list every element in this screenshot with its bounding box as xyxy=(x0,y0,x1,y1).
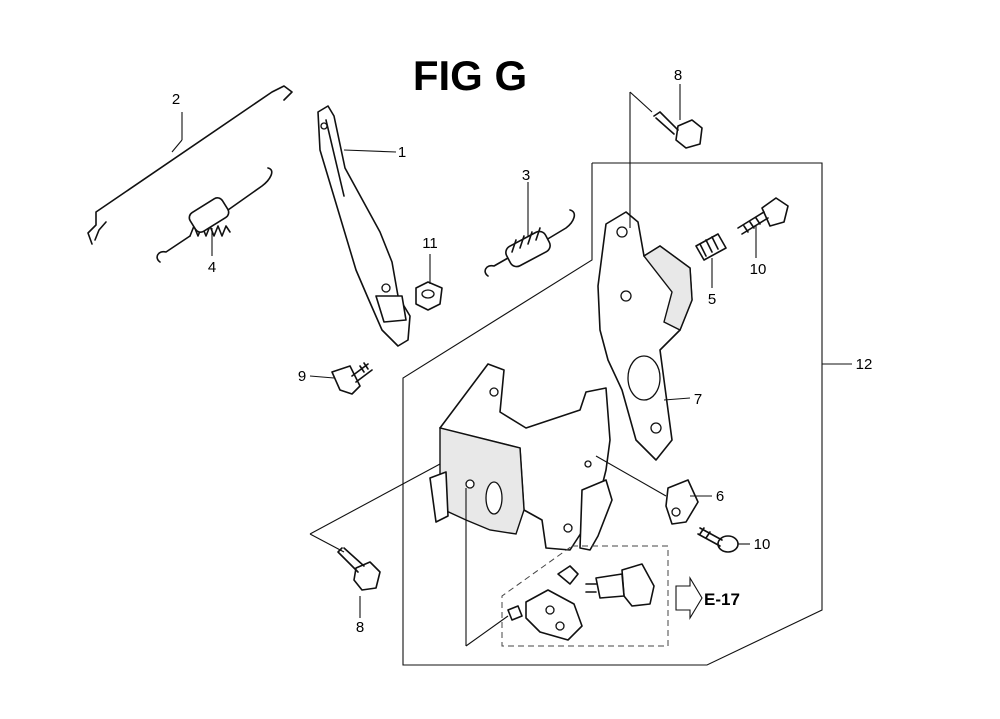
callout-7: 7 xyxy=(694,391,702,408)
reference-arrow: E-17 xyxy=(675,576,740,620)
part-5-spring xyxy=(695,233,727,261)
callout-12: 12 xyxy=(856,356,873,373)
leader-lines xyxy=(171,84,852,647)
callout-4: 4 xyxy=(208,259,216,276)
callout-6: 6 xyxy=(716,488,724,505)
callout-labels: 2 1 4 3 11 9 8 5 10 12 7 6 10 8 xyxy=(172,67,873,636)
callout-9: 9 xyxy=(298,368,306,385)
assembly-outline xyxy=(402,162,823,666)
sub-assembly-switch xyxy=(501,545,669,647)
callout-2: 2 xyxy=(172,91,180,108)
main-bracket xyxy=(429,363,613,551)
part-11-nut xyxy=(415,281,443,311)
part-10-screw-upper xyxy=(737,197,789,235)
part-8-bolt-top xyxy=(653,111,703,149)
part-8-bolt-lower xyxy=(337,547,381,591)
part-7-control-plate xyxy=(597,211,693,461)
part-1-governor-arm xyxy=(317,105,411,347)
callout-10-lower: 10 xyxy=(754,536,771,553)
part-3-spring xyxy=(484,209,576,277)
callout-5: 5 xyxy=(708,291,716,308)
part-2-rod xyxy=(87,85,293,245)
callout-8-lower: 8 xyxy=(356,619,364,636)
callout-1: 1 xyxy=(398,144,406,161)
part-4-spring xyxy=(156,167,273,263)
callout-10-upper: 10 xyxy=(750,261,767,278)
figure-title: FIG G xyxy=(413,52,527,99)
callout-3: 3 xyxy=(522,167,530,184)
callout-11: 11 xyxy=(422,235,438,252)
callout-8-top: 8 xyxy=(674,67,682,84)
part-10-screw-lower xyxy=(697,527,739,553)
part-6-clip xyxy=(665,479,699,525)
part-9-bolt xyxy=(331,362,373,395)
reference-label: E-17 xyxy=(704,590,740,609)
